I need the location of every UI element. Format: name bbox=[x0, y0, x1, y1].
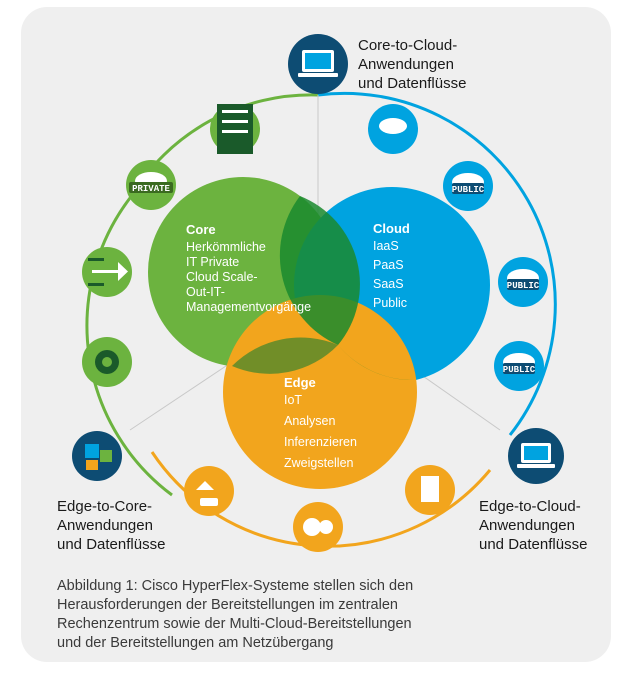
laptop-cloud-icon bbox=[288, 34, 348, 94]
laptop-cloud-icon bbox=[508, 428, 564, 484]
private-cloud-icon bbox=[126, 160, 176, 210]
badge-public-2: PUBLIC bbox=[507, 281, 540, 291]
caption-line: Abbildung 1: Cisco HyperFlex-Systeme ste… bbox=[57, 578, 414, 594]
brain-gear-icon bbox=[293, 502, 343, 552]
caption-line: Herausforderungen der Bereitstellungen i… bbox=[57, 597, 398, 613]
cloud-line: PaaS bbox=[373, 258, 404, 272]
label-edge-to-core-line: Anwendungen bbox=[57, 517, 153, 534]
caption-line: Rechenzentrum sowie der Multi-Cloud-Bere… bbox=[57, 616, 412, 632]
arrow-icon bbox=[82, 247, 132, 297]
edge-line: Inferenzieren bbox=[284, 435, 357, 449]
core-cloud-overlap bbox=[279, 196, 360, 345]
label-core-to-cloud-line: Core-to-Cloud- bbox=[358, 37, 458, 54]
label-edge-to-core-line: und Datenflüsse bbox=[57, 536, 166, 553]
edge-line: Analysen bbox=[284, 414, 336, 428]
public-cloud-icon bbox=[494, 341, 544, 391]
label-edge-to-cloud-line: und Datenflüsse bbox=[479, 536, 588, 553]
label-core-to-cloud-line: und Datenflüsse bbox=[358, 75, 467, 92]
cloud-title: Cloud bbox=[373, 221, 410, 236]
cloud-line: SaaS bbox=[373, 277, 404, 291]
cloud-line: Public bbox=[373, 296, 408, 310]
core-text: Core Herkömmliche IT Private Cloud Scale… bbox=[186, 222, 311, 315]
public-cloud-icon bbox=[498, 257, 548, 307]
core-line: Herkömmliche bbox=[186, 240, 266, 254]
core-title: Core bbox=[186, 222, 216, 237]
label-edge-to-core: Edge-to-Core- Anwendungen und Datenflüss… bbox=[57, 497, 165, 554]
badge-private: PRIVATE bbox=[132, 184, 170, 194]
gear-icon bbox=[82, 337, 132, 387]
cloud-network-icon bbox=[368, 104, 418, 154]
label-core-to-cloud-line: Anwendungen bbox=[358, 56, 454, 73]
connector-left bbox=[129, 359, 236, 431]
label-core-to-cloud: Core-to-Cloud- Anwendungen und Datenflüs… bbox=[358, 36, 466, 93]
label-edge-to-cloud-line: Anwendungen bbox=[479, 517, 575, 534]
edge-line: IoT bbox=[284, 393, 303, 407]
badge-public-1: PUBLIC bbox=[452, 185, 485, 195]
public-cloud-icon bbox=[443, 161, 493, 211]
ring-segment-cloud bbox=[317, 91, 557, 436]
core-line: Out-IT- bbox=[186, 285, 225, 299]
label-edge-to-cloud: Edge-to-Cloud- Anwendungen und Datenflüs… bbox=[479, 497, 587, 554]
label-edge-to-core-line: Edge-to-Core- bbox=[57, 498, 153, 515]
core-line: Managementvorgänge bbox=[186, 300, 312, 314]
edge-text: Edge IoT Analysen Inferenzieren Zweigste… bbox=[284, 375, 357, 471]
cloud-edge-overlap bbox=[338, 345, 415, 381]
iot-icon bbox=[184, 466, 234, 516]
cloud-text: Cloud IaaS PaaS SaaS Public bbox=[373, 221, 410, 311]
caption-line: und der Bereitstellungen am Netzübergang bbox=[57, 635, 334, 651]
devices-icon bbox=[72, 431, 122, 481]
building-icon bbox=[405, 465, 455, 515]
label-edge-to-cloud-line: Edge-to-Cloud- bbox=[479, 498, 581, 515]
core-line: Cloud Scale- bbox=[186, 270, 258, 284]
cloud-line: IaaS bbox=[373, 239, 399, 253]
badge-public-3: PUBLIC bbox=[503, 365, 536, 375]
edge-title: Edge bbox=[284, 375, 316, 390]
edge-line: Zweigstellen bbox=[284, 456, 354, 470]
core-line: IT Private bbox=[186, 255, 240, 269]
server-rack-icon bbox=[210, 104, 260, 154]
core-edge-overlap bbox=[232, 337, 338, 374]
figure-caption: Abbildung 1: Cisco HyperFlex-Systeme ste… bbox=[57, 577, 577, 653]
